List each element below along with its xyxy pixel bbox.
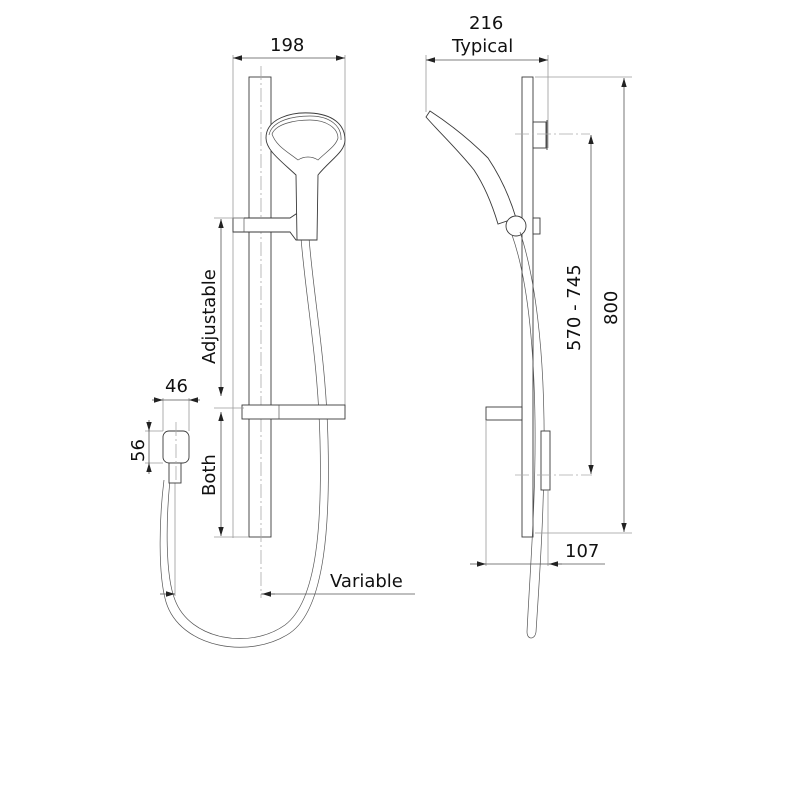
lower-bracket [241,404,346,420]
top-wall-bracket [532,121,547,149]
hose-outer [166,237,321,639]
handshower-side [425,110,517,225]
dim-label-56: 56 [128,439,149,462]
side-hose [511,231,545,639]
dim-label-adjustable: Adjustable [199,269,220,364]
swivel-joint [505,215,527,237]
side-lower-bracket [485,406,523,421]
dim-label-216: 216 [469,13,504,34]
hand-shower-head [265,112,346,241]
dim-label-800: 800 [601,290,622,325]
dim-label-107: 107 [565,541,600,562]
shower-face [271,119,339,161]
dim-label-198: 198 [270,35,305,56]
dim-label-typical: Typical [452,36,514,57]
dim-label-570-745: 570 - 745 [564,264,585,351]
dim-label-both: Both [199,454,220,496]
rail [248,76,272,538]
dim-label-variable: Variable [330,571,403,592]
outlet-connector [168,462,182,484]
slider-clip [532,217,541,235]
front-view [159,55,415,648]
shower-rim [268,115,342,141]
bottom-wall-bracket [540,430,551,491]
side-view [425,55,632,639]
dim-label-46: 46 [165,376,188,397]
wall-outlet-detail [145,397,200,484]
hose-inner [159,237,329,648]
